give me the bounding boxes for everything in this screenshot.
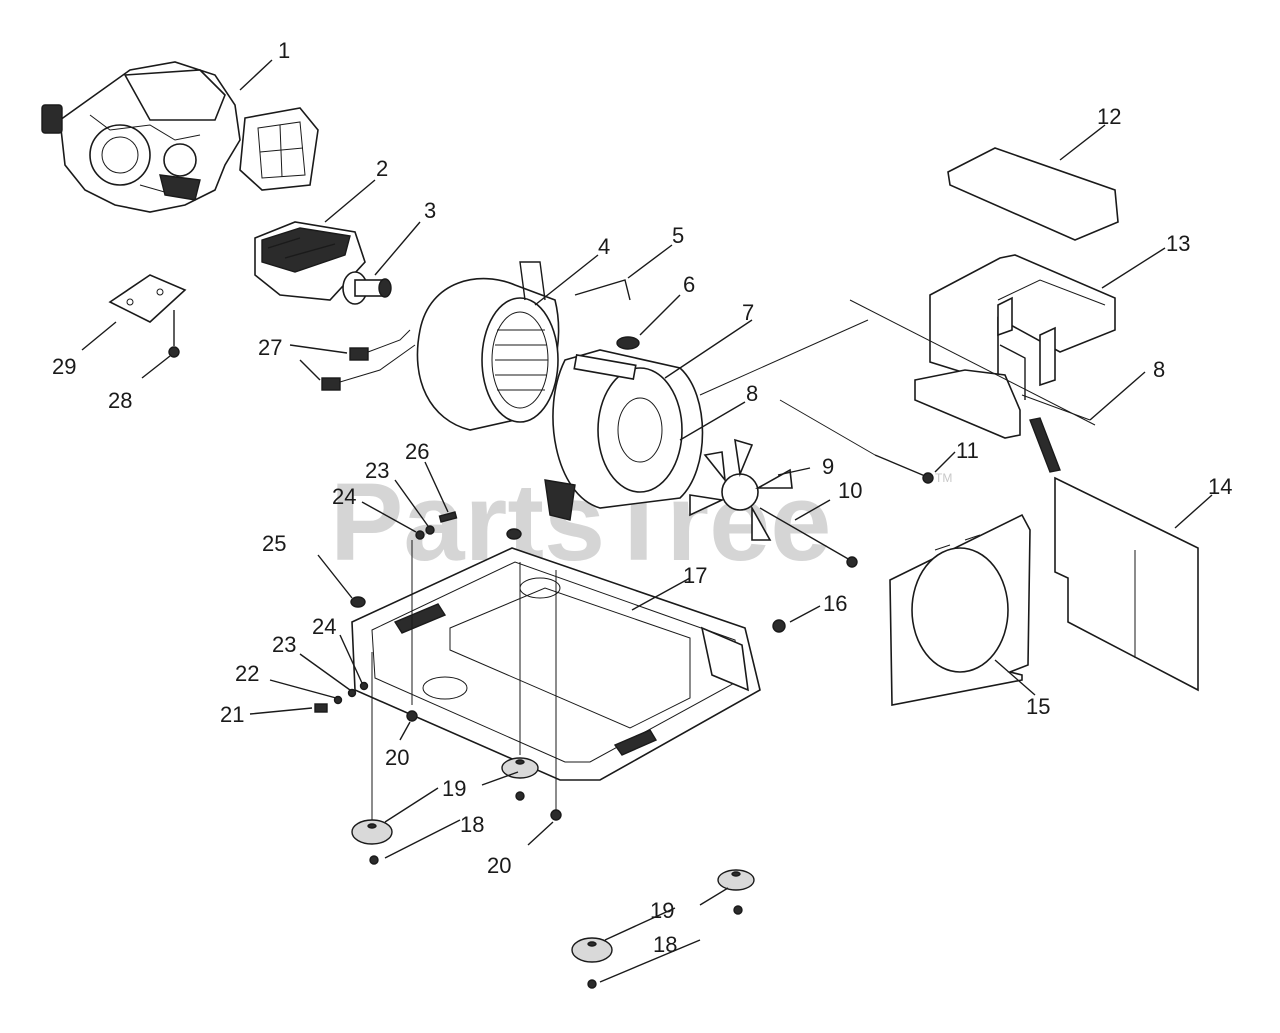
- callout-1[interactable]: 1: [278, 38, 290, 63]
- part-foot-19a[interactable]: [501, 757, 539, 779]
- part-foot-19c[interactable]: [717, 869, 755, 891]
- callout-19a[interactable]: 19: [442, 776, 466, 801]
- callout-12[interactable]: 12: [1097, 104, 1121, 129]
- callout-29[interactable]: 29: [52, 354, 76, 379]
- callout-25[interactable]: 25: [262, 531, 286, 556]
- callout-13[interactable]: 13: [1166, 231, 1190, 256]
- callout-18b[interactable]: 18: [653, 932, 677, 957]
- part-screw-20a[interactable]: [406, 710, 418, 722]
- callout-20b[interactable]: 20: [487, 853, 511, 878]
- callout-labels: 1 2 3 4 5 6 7 8 8 9 10 11 12 13 14 15 16…: [52, 38, 1232, 957]
- callout-26[interactable]: 26: [405, 439, 429, 464]
- callout-3[interactable]: 3: [424, 198, 436, 223]
- part-screws-18[interactable]: [369, 791, 743, 989]
- callout-17[interactable]: 17: [683, 563, 707, 588]
- callout-19b[interactable]: 19: [650, 898, 674, 923]
- part-screw-28[interactable]: [168, 346, 180, 358]
- part-foot-19d[interactable]: [571, 937, 613, 963]
- part-lid[interactable]: [947, 147, 1119, 241]
- part-nut-16[interactable]: [772, 619, 786, 633]
- part-screw-20b[interactable]: [550, 809, 562, 821]
- callout-7[interactable]: 7: [742, 300, 754, 325]
- part-washer-set-22-24-lower[interactable]: [314, 681, 369, 713]
- part-rotor-housing[interactable]: [544, 349, 704, 521]
- callout-20a[interactable]: 20: [385, 745, 409, 770]
- part-bolt-10[interactable]: [759, 507, 858, 568]
- part-washer-set-23-24-upper[interactable]: [415, 511, 458, 540]
- part-shaft[interactable]: [342, 271, 392, 305]
- callout-22[interactable]: 22: [235, 661, 259, 686]
- callout-11[interactable]: 11: [956, 438, 979, 463]
- callout-27[interactable]: 27: [258, 335, 282, 360]
- callout-6[interactable]: 6: [683, 272, 695, 297]
- callout-21[interactable]: 21: [220, 702, 244, 727]
- callout-23b[interactable]: 23: [272, 632, 296, 657]
- callout-18a[interactable]: 18: [460, 812, 484, 837]
- callout-15[interactable]: 15: [1026, 694, 1050, 719]
- watermark-tm: TM: [935, 471, 952, 485]
- callout-2[interactable]: 2: [376, 156, 388, 181]
- callout-9[interactable]: 9: [822, 454, 834, 479]
- part-fan-shroud[interactable]: [889, 513, 1031, 706]
- part-nut-25[interactable]: [350, 596, 366, 608]
- part-control-module[interactable]: [254, 221, 366, 301]
- part-panel[interactable]: [1054, 476, 1199, 692]
- callout-24a[interactable]: 24: [332, 484, 356, 509]
- callout-23a[interactable]: 23: [365, 458, 389, 483]
- callout-5[interactable]: 5: [672, 223, 684, 248]
- part-foot-19b[interactable]: [351, 819, 393, 845]
- part-cover[interactable]: [914, 254, 1116, 473]
- part-bolt-11[interactable]: [874, 454, 934, 484]
- leader-lines: [81, 59, 1213, 983]
- callout-8b[interactable]: 8: [1153, 357, 1165, 382]
- assembly-guide-lines: [371, 299, 1096, 820]
- part-stator[interactable]: [416, 261, 560, 431]
- callout-16[interactable]: 16: [823, 591, 847, 616]
- part-pin[interactable]: [574, 279, 631, 301]
- callout-24b[interactable]: 24: [312, 614, 336, 639]
- part-grommet[interactable]: [616, 336, 640, 350]
- part-connectors[interactable]: [321, 329, 416, 391]
- part-engine[interactable]: [41, 61, 319, 213]
- callout-4[interactable]: 4: [598, 234, 610, 259]
- callout-14[interactable]: 14: [1208, 474, 1232, 499]
- callout-8a[interactable]: 8: [746, 381, 758, 406]
- part-bolt-top[interactable]: [506, 528, 522, 540]
- part-bracket[interactable]: [108, 274, 187, 323]
- callout-10[interactable]: 10: [838, 478, 862, 503]
- callout-28[interactable]: 28: [108, 388, 132, 413]
